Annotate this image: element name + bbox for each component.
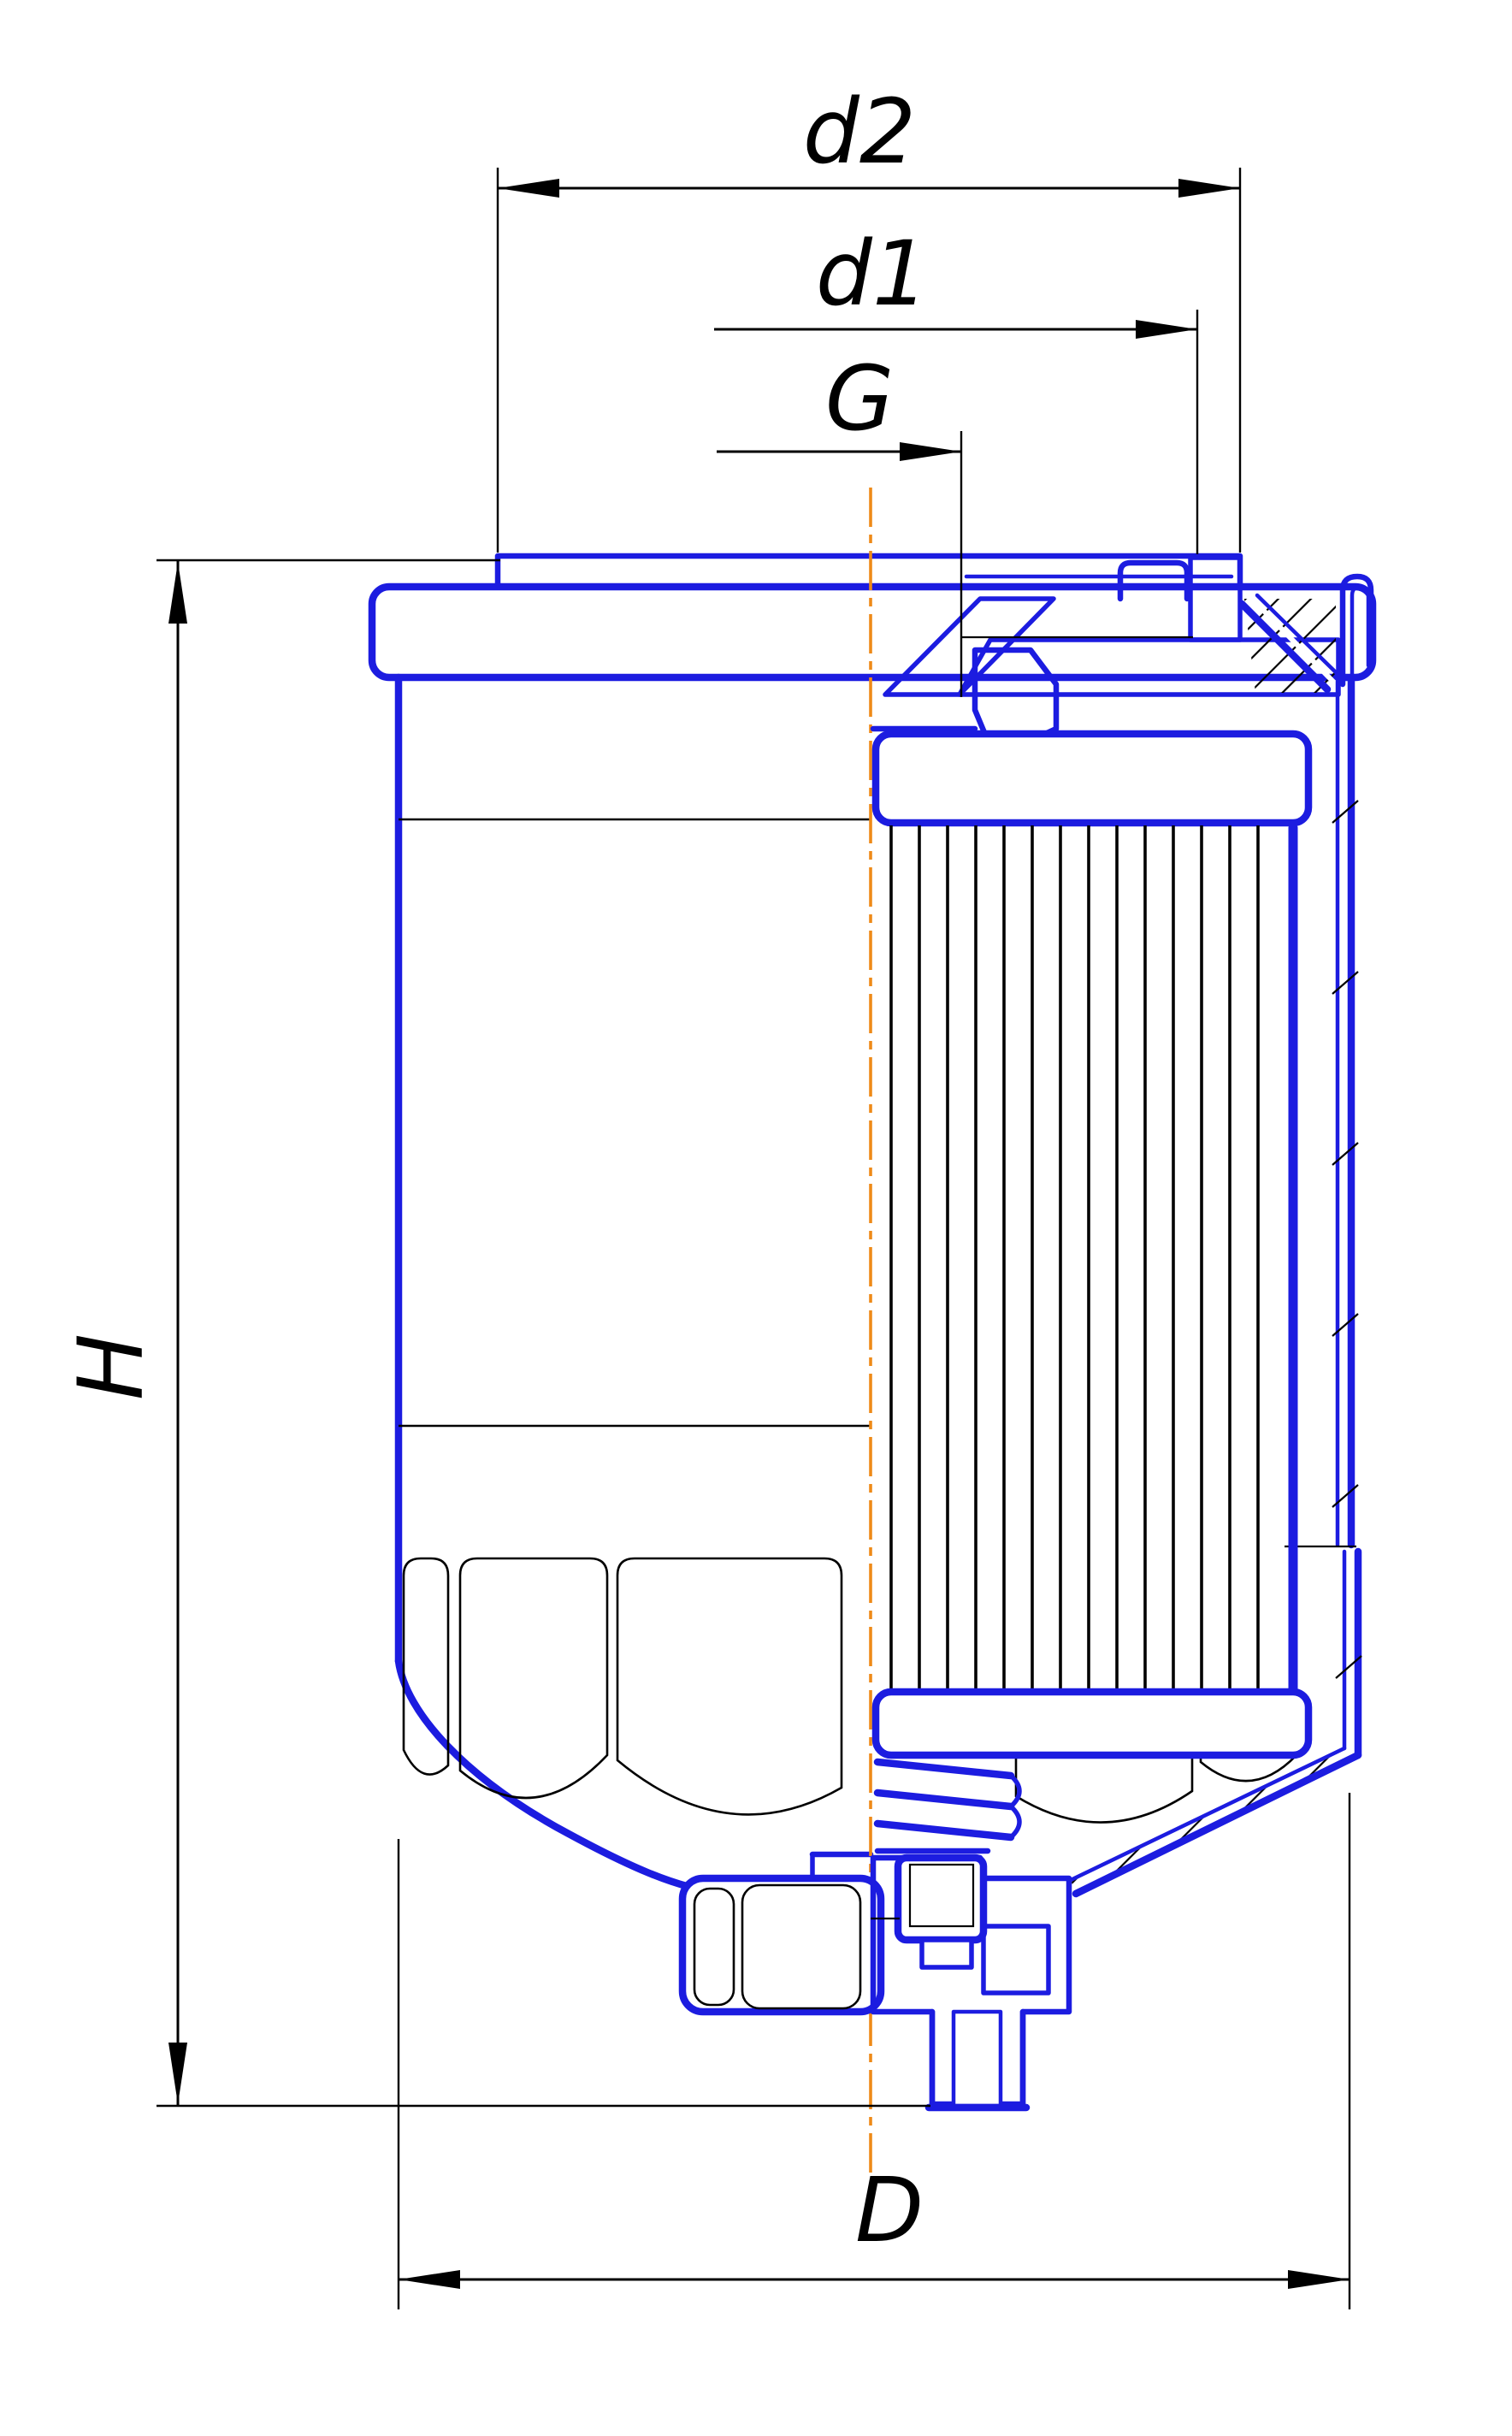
crimp-seam-outer	[1339, 573, 1374, 688]
compression-spring	[873, 1758, 1022, 1854]
drain-plug	[678, 1854, 1072, 2112]
cap-wedge-hatch	[1244, 599, 1336, 693]
can-left-cone	[394, 1657, 694, 1891]
dimension-d1: d1	[714, 222, 1199, 554]
label-thread-g: G	[825, 346, 895, 451]
label-height-h: H	[59, 1333, 163, 1400]
filter-element	[871, 730, 1313, 1759]
wedge-diagonal-inner	[1255, 593, 1342, 678]
wall-section-ticks	[1332, 800, 1362, 1679]
cap-section-detail	[870, 555, 1374, 744]
wedge-diagonal-gap	[1249, 596, 1337, 685]
top-cap	[368, 582, 1377, 682]
label-d2: d2	[803, 80, 916, 184]
drain-pocket	[981, 1924, 1051, 1996]
vent-step	[1117, 559, 1190, 602]
element-pleats	[886, 825, 1283, 1692]
drain-screw	[908, 1863, 975, 1928]
dimension-g: G	[717, 346, 963, 697]
seal-plate	[883, 596, 1056, 697]
dimension-h: H	[59, 559, 930, 2108]
crimp-seam-inner	[1350, 584, 1371, 680]
right-cone-inner	[1068, 1746, 1347, 1883]
drain-nut-flat-1	[693, 1887, 735, 2007]
drain-nut-flat-2	[741, 1883, 862, 2010]
drain-tube-bore	[951, 2009, 1003, 2108]
dimension-d: D	[397, 1793, 1351, 2309]
label-d1: d1	[816, 222, 929, 326]
filter-body	[368, 553, 1377, 1898]
bowl-scallops	[402, 1557, 1298, 1824]
right-cone-outer	[1072, 1751, 1362, 1898]
dimension-d2: d2	[496, 80, 1242, 553]
drain-cup-step	[919, 1937, 974, 1970]
label-diameter-d: D	[855, 2158, 924, 2262]
wedge-diagonal-outer	[1237, 600, 1332, 694]
drain-nut	[678, 1874, 885, 2016]
retainer-plate	[957, 637, 1341, 697]
element-bottom-plate	[871, 1688, 1313, 1759]
element-top-plate	[871, 730, 1313, 827]
